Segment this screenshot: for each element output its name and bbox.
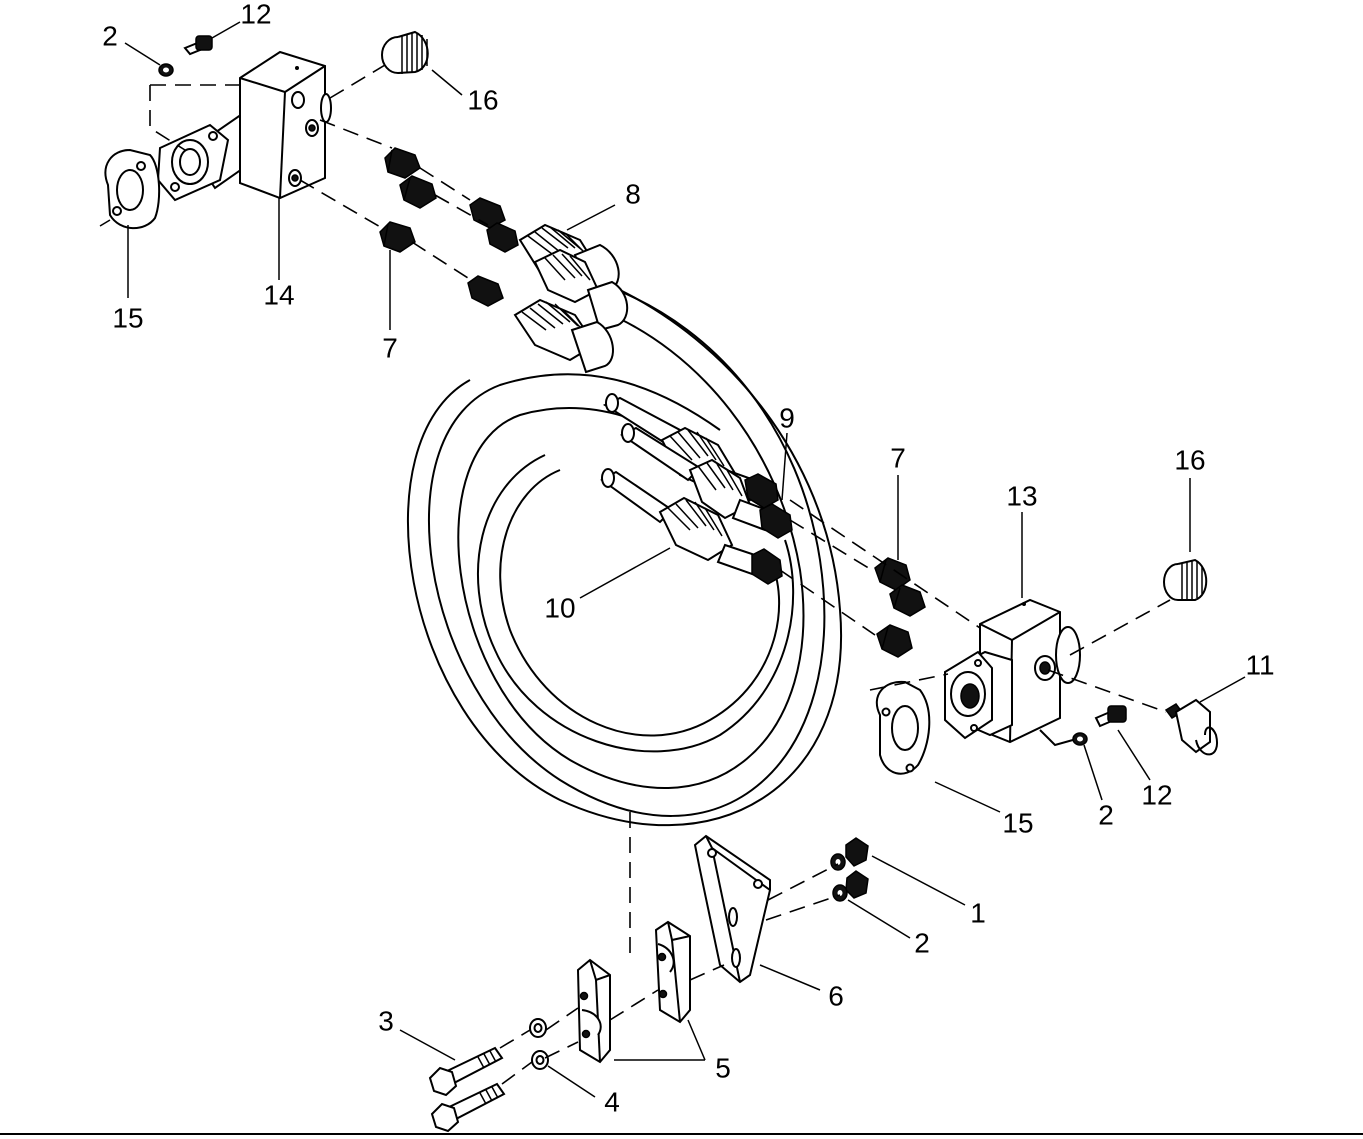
pin-11	[1164, 698, 1219, 756]
callout-labels: 2 12 16 8 15 14 7 9 7 13 16 10 11 2 12 1…	[102, 0, 1274, 1117]
valve-block-14	[156, 50, 332, 202]
callout-1: 1	[970, 897, 986, 928]
knob-16-right	[1163, 558, 1208, 601]
washers-4	[529, 1018, 549, 1070]
callout-14: 14	[263, 279, 294, 310]
callout-10: 10	[544, 592, 575, 623]
callout-2-low: 2	[914, 927, 930, 958]
washer-2-mid	[1072, 732, 1088, 746]
callout-12-mid: 12	[1141, 779, 1172, 810]
callout-5: 5	[715, 1052, 731, 1083]
knob-16-top	[381, 30, 429, 74]
valve-block-13	[944, 598, 1081, 747]
callout-2-mid: 2	[1098, 799, 1114, 830]
leader-lines	[124, 21, 1246, 1098]
callout-2-top: 2	[102, 20, 118, 51]
screw-12-top	[183, 35, 213, 56]
bracket-6	[693, 834, 771, 984]
fittings-7-right	[874, 557, 926, 658]
fittings-7-top	[379, 147, 437, 253]
callout-3: 3	[378, 1005, 394, 1036]
gasket-15-top	[99, 148, 161, 230]
callout-4: 4	[604, 1086, 620, 1117]
callout-7-top: 7	[382, 332, 398, 363]
callout-16-right: 16	[1174, 444, 1205, 475]
callout-11: 11	[1245, 649, 1274, 680]
callout-9: 9	[779, 402, 795, 433]
nuts-1	[845, 837, 869, 899]
cable-loops	[407, 287, 843, 827]
gasket-15-right	[875, 680, 931, 775]
cable-ends-8	[467, 197, 628, 374]
callout-8: 8	[625, 178, 641, 209]
assembly-centerlines	[149, 64, 1171, 1085]
screw-12-mid	[1094, 705, 1127, 728]
washers-2-low	[830, 853, 848, 902]
callout-12-top: 12	[240, 0, 271, 29]
clamp-halves-5	[576, 920, 691, 1064]
cable-ends-9-10	[600, 393, 793, 585]
callout-13: 13	[1006, 480, 1037, 511]
washer-2-top	[158, 63, 174, 77]
callout-15-top: 15	[112, 302, 143, 333]
callout-7-right: 7	[890, 442, 906, 473]
callout-16-top: 16	[467, 84, 498, 115]
bolts-3	[428, 1046, 506, 1133]
callout-15-right: 15	[1002, 807, 1033, 838]
callout-6: 6	[828, 980, 844, 1011]
